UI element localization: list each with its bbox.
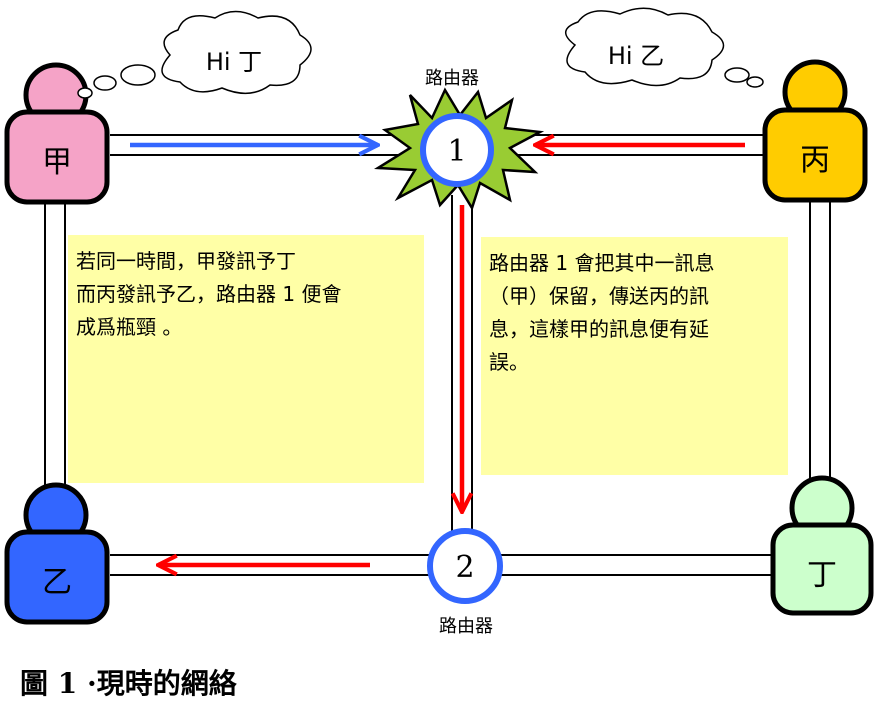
thought-bubble-right: Hi 乙 — [565, 7, 764, 88]
router-2-number: 2 — [455, 550, 474, 585]
router-1: 1 路由器 — [373, 68, 545, 211]
bubble-left-text: Hi 丁 — [206, 48, 262, 76]
router-1-label: 路由器 — [425, 68, 479, 89]
node-bing: 丙 — [762, 59, 868, 203]
node-bing-label: 丙 — [800, 143, 830, 178]
router-2-ring — [427, 528, 503, 604]
router-2-label: 路由器 — [439, 616, 493, 637]
node-yi-label: 乙 — [42, 565, 72, 600]
node-yi: 乙 — [4, 482, 110, 625]
router-1-ring — [420, 113, 494, 187]
node-jia-label: 甲 — [42, 145, 72, 180]
node-jia: 甲 — [4, 62, 110, 205]
figure-caption: 圖 1 ·現時的網絡 — [20, 667, 237, 700]
thought-bubble-left: Hi 丁 — [77, 10, 312, 99]
router-2: 2 路由器 — [427, 528, 503, 637]
node-ding-label: 丁 — [807, 558, 837, 593]
node-ding: 丁 — [770, 475, 874, 616]
bubble-right-text: Hi 乙 — [608, 42, 664, 70]
note-left: 若同一時間，甲發訊予丁 而丙發訊予乙，路由器 1 便會 成爲瓶頸 。 — [68, 235, 424, 483]
note-right: 路由器 1 會把其中一訊息 （甲）保留，傳送丙的訊 息，這樣甲的訊息便有延 誤。 — [481, 237, 788, 475]
router-1-number: 1 — [447, 134, 466, 169]
